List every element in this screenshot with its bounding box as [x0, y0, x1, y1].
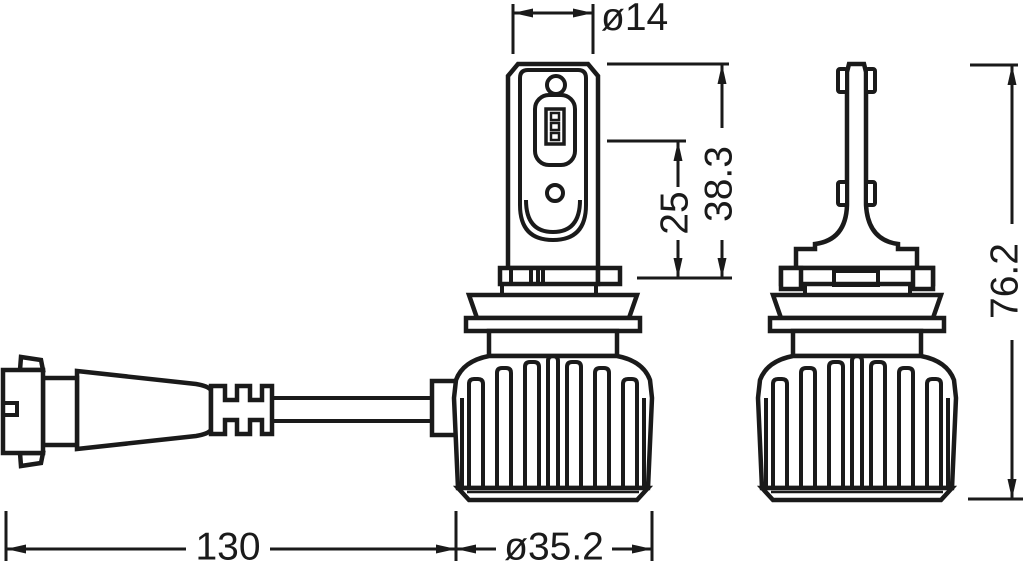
- dim-label-tube-diameter: ø14: [601, 0, 668, 39]
- dim-label-led-center-height: 25: [654, 191, 697, 234]
- dimension-cable-length: 130: [4, 511, 458, 562]
- dimension-heatsink-diameter: ø35.2: [456, 511, 654, 562]
- dimension-tube-height: 38.3: [607, 62, 741, 280]
- side-view-bulb: [758, 61, 956, 500]
- dim-label-tube-height: 38.3: [698, 146, 741, 222]
- bulb-face-panel: [518, 68, 588, 243]
- dim-label-cable-length: 130: [195, 526, 260, 562]
- heatsink-side: [758, 295, 956, 500]
- dim-label-heatsink-diameter: ø35.2: [504, 526, 604, 562]
- strain-relief-cone: [74, 368, 214, 452]
- dimension-tube-diameter: ø14: [511, 0, 668, 54]
- lower-hole: [545, 183, 565, 203]
- dimension-overall-height: 76.2: [968, 63, 1024, 501]
- strain-relief-bellows: [208, 383, 275, 437]
- cable-wire: [272, 396, 434, 423]
- base-plate-front: [497, 265, 623, 295]
- dim-label-overall-height: 76.2: [984, 243, 1024, 319]
- blade-side-tabs: [836, 67, 877, 207]
- base-plate-side: [778, 265, 936, 295]
- led-chip: [544, 107, 566, 146]
- bulb-face-inner-curve: [524, 199, 582, 235]
- connector-collar: [40, 375, 80, 448]
- connector-plug: [0, 354, 46, 469]
- front-view-bulb: [454, 61, 652, 500]
- dimension-led-center-height: 25: [607, 139, 697, 278]
- cable-assembly: [0, 354, 460, 469]
- bulb-blade-profile: [793, 61, 920, 271]
- led-window: [533, 93, 577, 167]
- heatsink-front: [454, 295, 652, 500]
